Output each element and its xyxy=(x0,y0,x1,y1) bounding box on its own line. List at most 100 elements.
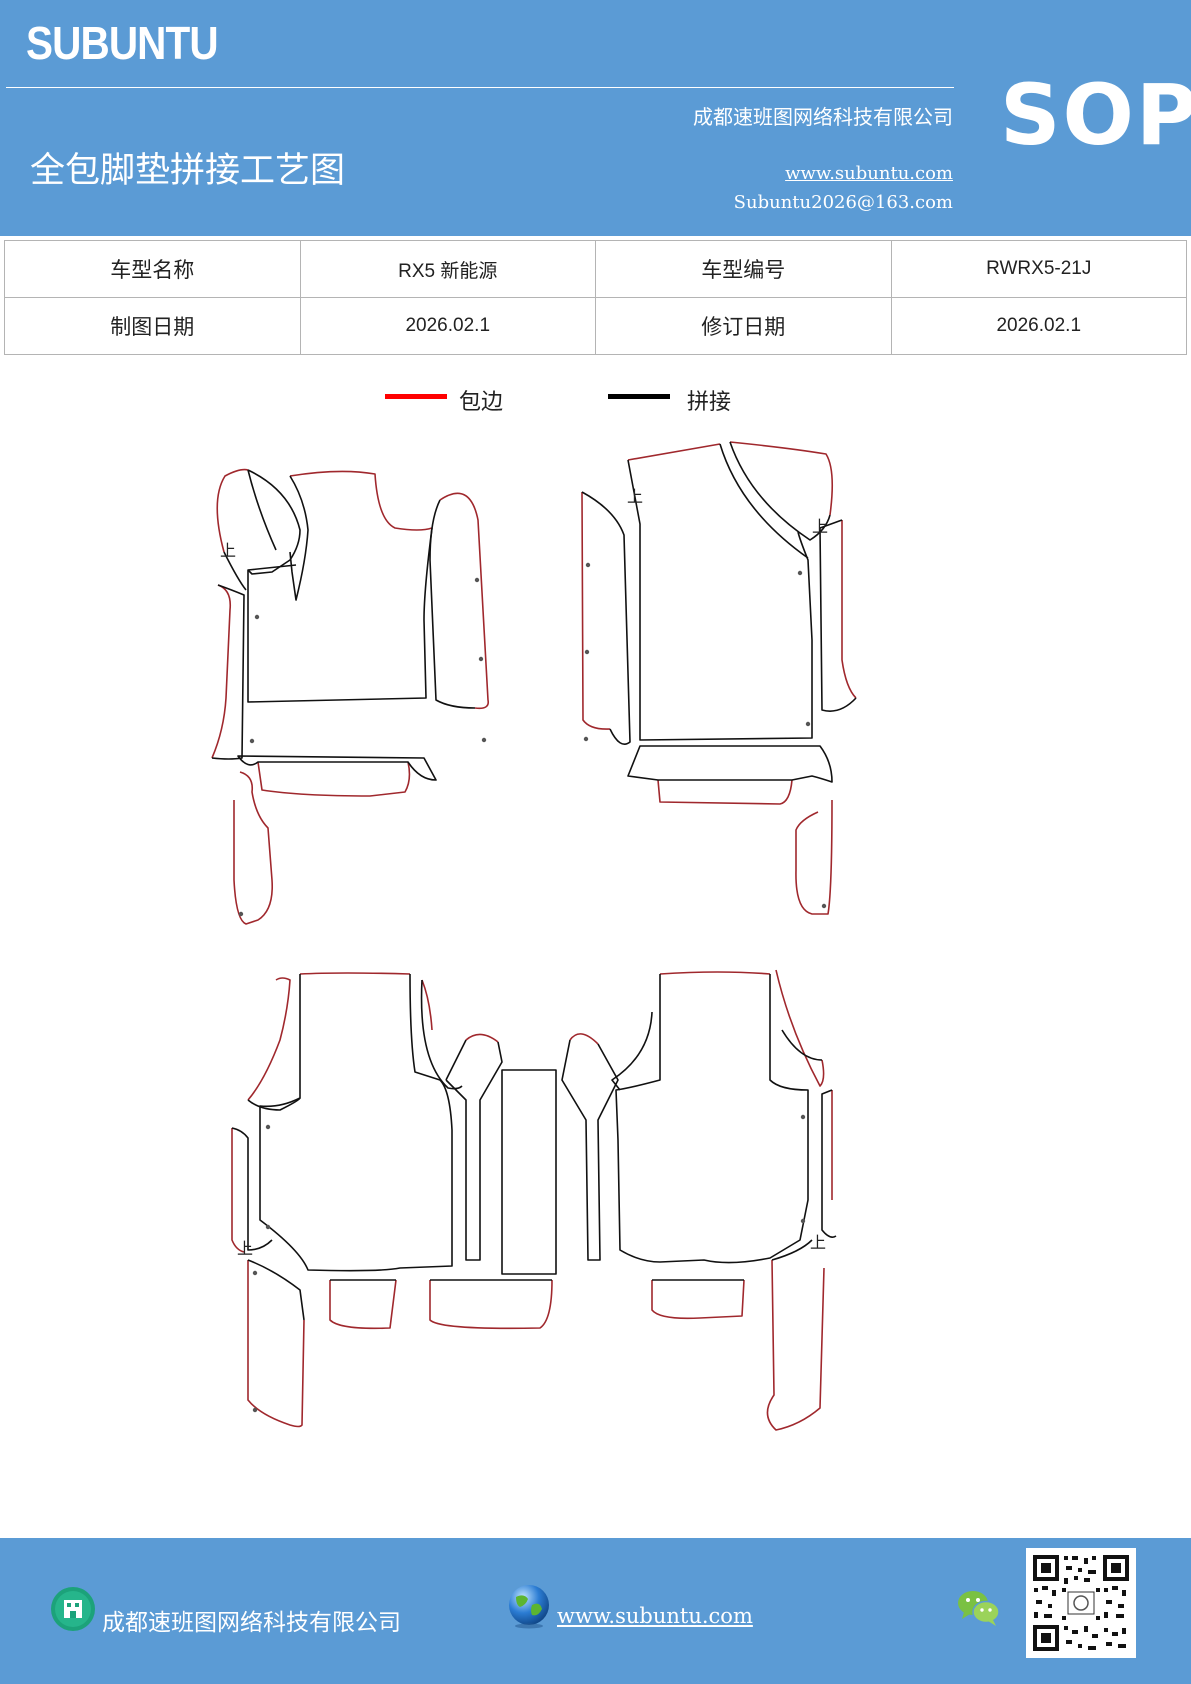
edge-swatch xyxy=(385,394,447,399)
revise-date-label: 修订日期 xyxy=(595,297,892,355)
seam-outline-group xyxy=(211,441,857,1321)
footer-website-link[interactable]: www.subuntu.com xyxy=(557,1604,753,1628)
website-link[interactable]: www.subuntu.com xyxy=(785,163,953,184)
rear-right-pad-edge xyxy=(651,1279,745,1320)
front-right-foot-edge xyxy=(657,779,793,805)
up-mark: 上 xyxy=(237,1239,253,1258)
building-icon xyxy=(51,1587,95,1631)
fastener-dot xyxy=(481,737,487,743)
rear-right-rear-strip-seam xyxy=(771,1239,813,1261)
rear-left-rear-strip-edge xyxy=(247,1260,305,1428)
rear-center-panel-seam xyxy=(501,1069,557,1275)
front-left-wing-inner-seam xyxy=(223,469,277,591)
qr-code[interactable] xyxy=(1026,1548,1136,1658)
sop-badge: SOP xyxy=(1000,66,1191,164)
fastener-dot xyxy=(265,1124,271,1130)
rear-right-strip-seam xyxy=(611,1011,653,1091)
seam-swatch xyxy=(608,394,670,399)
fastener-dot xyxy=(800,1218,806,1224)
draw-date-label: 制图日期 xyxy=(4,297,301,355)
page-title: 全包脚垫拼接工艺图 xyxy=(30,151,346,191)
rear-left-side-edge xyxy=(421,979,433,1031)
up-mark: 上 xyxy=(627,487,643,506)
fastener-dot xyxy=(249,738,255,744)
fastener-dot xyxy=(805,721,811,727)
rear-right-main-edge xyxy=(659,971,771,975)
front-left-foot-seam xyxy=(237,755,437,781)
front-right-side-seam xyxy=(819,519,857,712)
table-row: 车型名称 RX5 新能源 车型编号 RWRX5-21J xyxy=(4,240,1187,298)
front-right-arc-seam xyxy=(719,441,831,559)
page-footer: 成都速班图网络科技有限公司 www.subuntu.com xyxy=(0,1538,1191,1684)
front-left-strip-seam xyxy=(211,584,245,760)
model-code-value: RWRX5-21J xyxy=(890,240,1187,298)
front-left-rear-strip-edge xyxy=(233,771,274,925)
front-left-wing-edge xyxy=(216,468,249,553)
fastener-dot xyxy=(265,1224,271,1230)
front-right-strip-seam xyxy=(581,491,631,745)
model-name-label: 车型名称 xyxy=(4,240,301,298)
front-left-wing-seam xyxy=(247,469,301,575)
front-left-strip-edge xyxy=(211,584,232,759)
header-divider xyxy=(6,87,954,88)
fastener-dot xyxy=(585,562,591,568)
front-right-main-edge xyxy=(627,441,834,516)
rear-left-wing-seam xyxy=(247,1097,301,1111)
fastener-dot xyxy=(800,1114,806,1120)
front-left-side-seam xyxy=(429,499,476,709)
front-right-foot-seam xyxy=(627,745,833,783)
rear-right-tunnel-edge xyxy=(569,1033,599,1045)
rear-right-wing-seam xyxy=(781,1029,823,1061)
front-left-main-seam xyxy=(247,475,433,703)
fastener-dots xyxy=(238,562,827,1413)
fastener-dot xyxy=(797,570,803,576)
globe-icon xyxy=(509,1585,549,1629)
legend: 包边 拼接 xyxy=(0,384,1191,424)
fastener-dot xyxy=(583,736,589,742)
front-right-side-edge xyxy=(841,520,857,699)
table-row: 制图日期 2026.02.1 修订日期 2026.02.1 xyxy=(4,297,1187,355)
rear-right-side-seam xyxy=(821,1089,837,1238)
seam-legend-label: 拼接 xyxy=(687,390,732,415)
fastener-dot xyxy=(821,903,827,909)
rear-left-rear-strip-seam xyxy=(247,1259,305,1321)
up-mark: 上 xyxy=(812,517,828,536)
fastener-dot xyxy=(474,577,480,583)
rear-right-wing-edge xyxy=(775,969,825,1087)
rear-left-strip-seam xyxy=(231,1127,273,1251)
revise-date-value: 2026.02.1 xyxy=(890,297,1187,355)
vehicle-info-table: 车型名称 RX5 新能源 车型编号 RWRX5-21J 制图日期 2026.02… xyxy=(4,240,1187,355)
front-left-side-edge xyxy=(439,492,490,710)
up-mark: 上 xyxy=(810,1233,826,1252)
footer-company-name: 成都速班图网络科技有限公司 xyxy=(102,1610,401,1636)
front-right-main-seam xyxy=(627,459,813,741)
front-right-strip-edge xyxy=(581,491,611,730)
rear-left-main-seam xyxy=(259,973,453,1272)
rear-left-side-seam xyxy=(420,979,463,1090)
rear-right-rear-strip-edge xyxy=(766,1259,825,1431)
rear-tunnel-seam xyxy=(445,1039,503,1261)
rear-right-tunnel-seam xyxy=(561,1039,619,1261)
model-code-label: 车型编号 xyxy=(595,240,892,298)
fastener-dot xyxy=(238,911,244,917)
edge-outline-group xyxy=(211,441,857,1431)
wechat-icon[interactable] xyxy=(956,1588,1002,1628)
page-header: SUBUNTU 成都速班图网络科技有限公司 全包脚垫拼接工艺图 www.subu… xyxy=(0,0,1191,236)
fastener-dot xyxy=(584,649,590,655)
fastener-dot xyxy=(254,614,260,620)
model-name-value: RX5 新能源 xyxy=(299,240,596,298)
rear-left-main-edge xyxy=(299,972,411,975)
rear-left-pad-edge xyxy=(329,1279,397,1330)
front-left-foot-edge xyxy=(257,761,411,797)
front-right-rear-strip-edge xyxy=(795,799,833,915)
fastener-dot xyxy=(478,656,484,662)
rear-center-pad-edge xyxy=(429,1279,553,1330)
edge-legend-label: 包边 xyxy=(459,390,504,415)
rear-left-wing-edge xyxy=(247,977,291,1101)
front-left-main-edge xyxy=(289,470,433,531)
contact-email: Subuntu2026@163.com xyxy=(733,192,953,213)
fastener-dot xyxy=(252,1407,258,1413)
floor-mat-diagram: 上 上 上 上 上 xyxy=(211,441,857,1431)
brand-logo: SUBUNTU xyxy=(26,17,219,69)
rear-tunnel-edge xyxy=(465,1033,499,1043)
